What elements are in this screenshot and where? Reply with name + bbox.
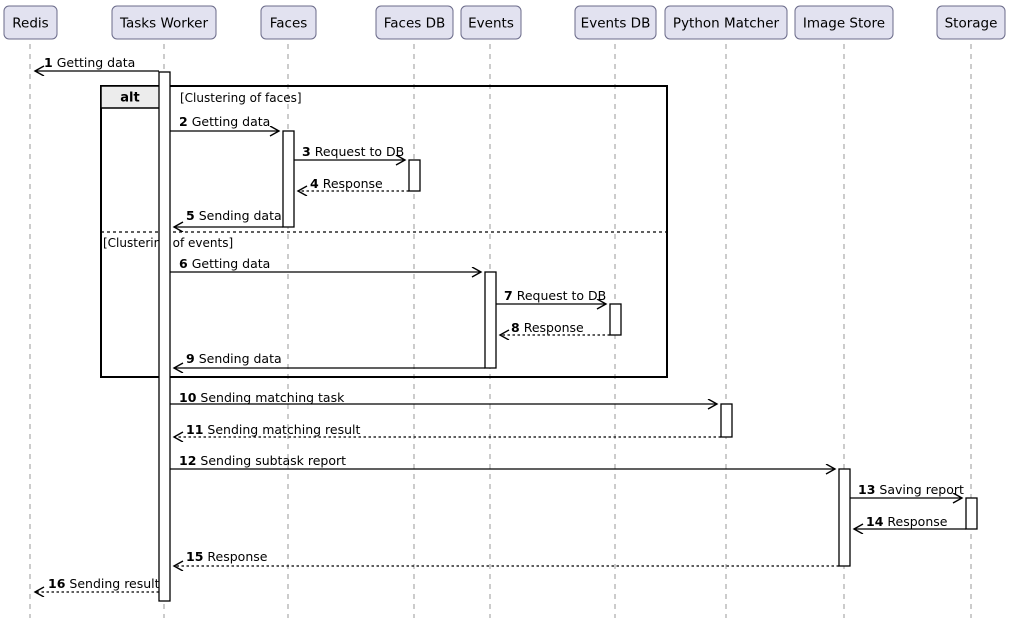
message-text-8: Response [524,320,584,335]
message-number-6: 6 [179,256,188,271]
message-text-5: Sending data [199,208,282,223]
message-number-5: 5 [186,208,195,223]
message-label-7: 7 Request to DB [504,288,606,303]
message-label-11: 11 Sending matching result [186,422,360,437]
message-number-1: 1 [44,55,53,70]
participant-label-events: Events [468,16,514,32]
message-label-12: 12 Sending subtask report [179,453,346,468]
message-label-2: 2 Getting data [179,114,270,129]
activation-bar-faces [282,130,295,228]
participant-box-faces[interactable] [260,5,317,40]
message-number-13: 13 [858,482,875,497]
message-number-16: 16 [48,576,66,591]
message-label-6: 6 Getting data [179,256,270,271]
participant-label-storage: Storage [945,16,998,32]
message-text-14: Response [887,514,947,529]
message-number-14: 14 [866,514,884,529]
message-text-13: Saving report [879,482,964,497]
participant-box-redis[interactable] [3,5,58,40]
participant-box-events[interactable] [460,5,522,40]
participant-label-python-matcher: Python Matcher [673,16,780,32]
message-label-4: 4 Response [310,176,383,191]
message-label-13: 13 Saving report [858,482,964,497]
participant-box-faces-db[interactable] [375,5,454,40]
participant-box-events-db[interactable] [574,5,657,40]
activation-bar-events [484,271,497,369]
message-text-2: Getting data [192,114,271,129]
message-label-8: 8 Response [511,320,584,335]
message-text-12: Sending subtask report [200,453,346,468]
message-number-3: 3 [302,144,311,159]
alt-fragment-tab-label: alt [120,91,139,106]
activation-bar-events-db [609,303,622,336]
lifelines-layer [29,44,972,618]
message-label-3: 3 Request to DB [302,144,404,159]
message-number-12: 12 [179,453,196,468]
message-text-16: Sending result [69,576,159,591]
participants-layer: Redis Tasks Worker Faces Faces DB Events Even… [3,5,1006,40]
message-text-10: Sending matching task [200,390,345,405]
message-number-15: 15 [186,549,203,564]
message-label-5: 5 Sending data [186,208,282,223]
message-text-9: Sending data [199,351,282,366]
activation-bar-faces-db [408,159,421,192]
participant-box-python-matcher[interactable] [664,5,788,40]
message-text-4: Response [323,176,383,191]
activation-bar-python-matcher [720,403,733,438]
message-text-3: Request to DB [315,144,404,159]
activation-bar-tasks-worker [158,71,171,602]
message-number-8: 8 [511,320,520,335]
participant-box-tasks-worker[interactable] [111,5,217,40]
participant-label-redis: Redis [12,16,48,32]
message-label-9: 9 Sending data [186,351,282,366]
alt-operand-guard-0: [Clustering of faces] [180,91,302,105]
alt-fragment-layer: alt[Clustering of faces][Clustering of e… [100,85,668,378]
participant-box-image-store[interactable] [794,5,894,40]
participant-box-storage[interactable] [936,5,1006,40]
activation-bar-storage [965,497,978,530]
participant-label-faces: Faces [270,16,308,32]
participant-label-tasks-worker: Tasks Worker [119,16,208,32]
message-number-9: 9 [186,351,195,366]
message-number-4: 4 [310,176,319,191]
participant-label-events-db: Events DB [581,16,651,32]
message-text-11: Sending matching result [207,422,360,437]
message-number-11: 11 [186,422,203,437]
participant-label-image-store: Image Store [803,16,885,32]
message-number-7: 7 [504,288,513,303]
participant-label-faces-db: Faces DB [384,16,446,32]
message-label-1: 1 Getting data [44,55,135,70]
message-text-15: Response [207,549,267,564]
message-text-6: Getting data [192,256,271,271]
message-label-15: 15 Response [186,549,268,564]
message-number-10: 10 [179,390,197,405]
message-text-1: Getting data [57,55,136,70]
message-text-7: Request to DB [517,288,606,303]
activation-bar-image-store [838,468,851,567]
message-number-2: 2 [179,114,188,129]
activations-layer [158,71,978,602]
